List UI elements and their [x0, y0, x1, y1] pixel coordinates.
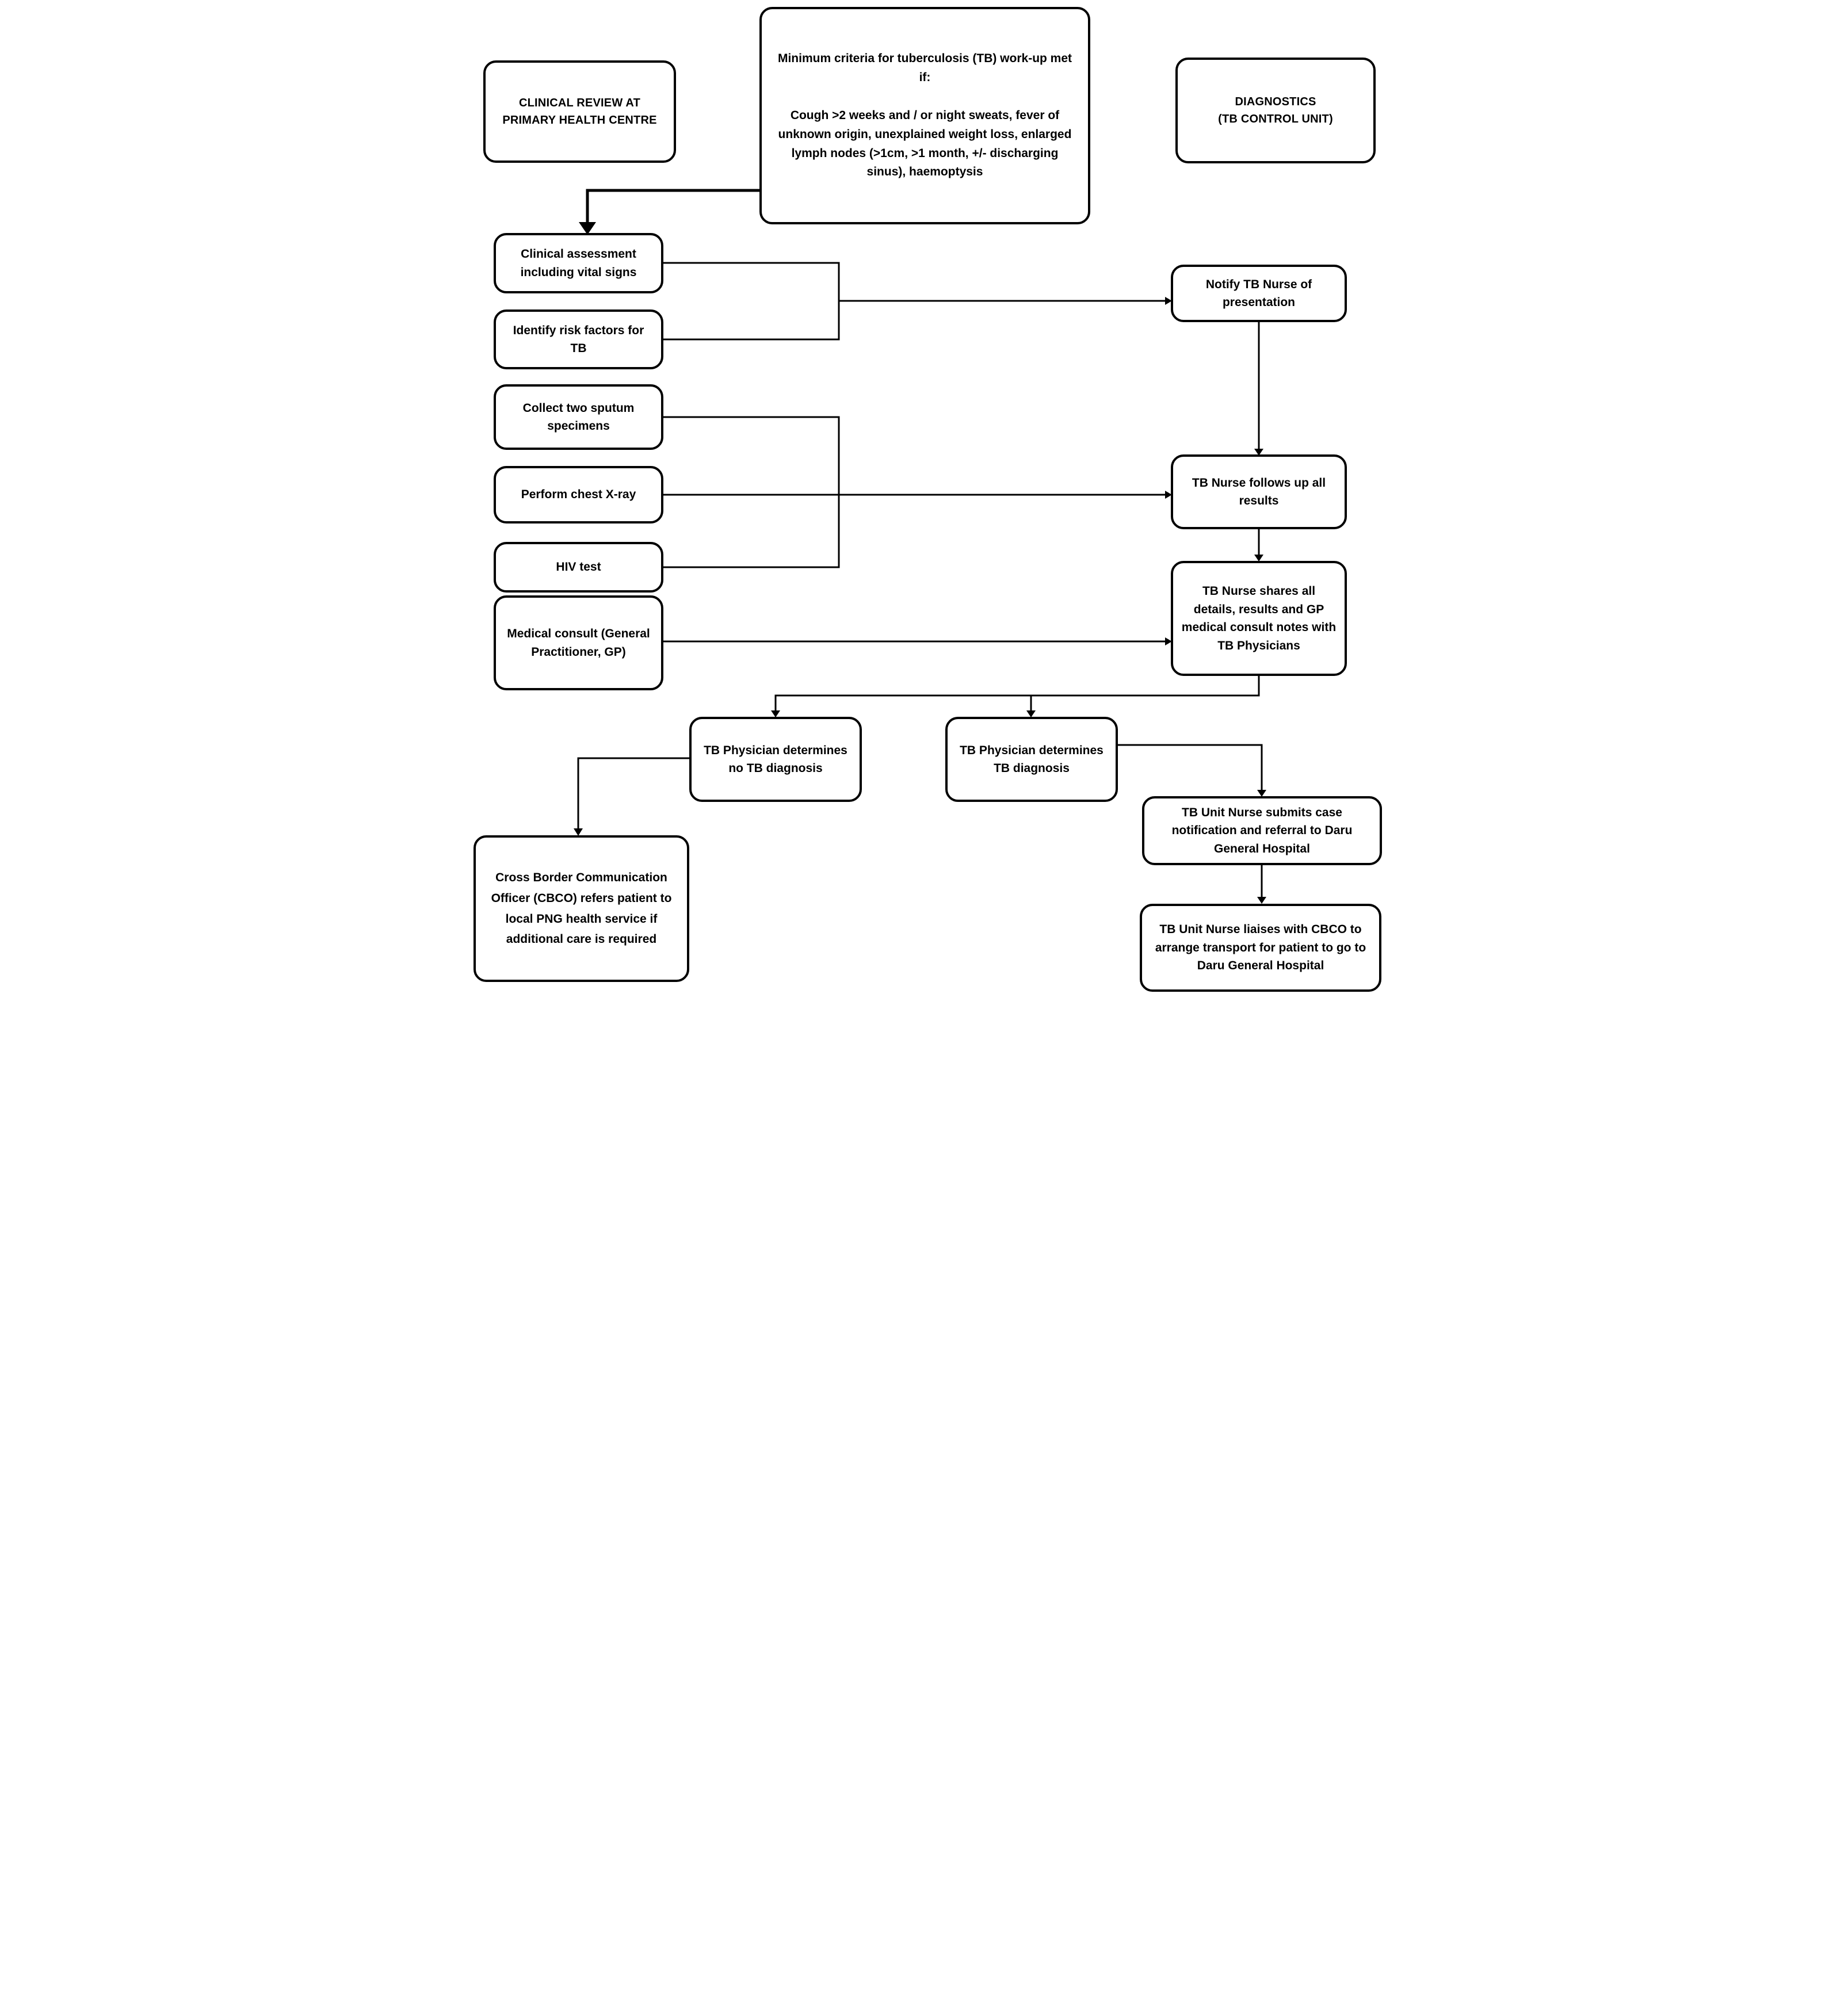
node-nurse-submits-case: TB Unit Nurse submits case notification … [1142, 796, 1382, 865]
connector-tb-to-submit [1118, 744, 1266, 797]
flowchart-connectors [574, 189, 1266, 904]
node-minimum-criteria: Minimum criteria for tuberculosis (TB) w… [759, 7, 1090, 224]
node-identify-risk-factors: Identify risk factors for TB [494, 309, 663, 369]
connector-assessment-merge [663, 262, 1172, 341]
node-diagnostics-header: DIAGNOSTICS (TB CONTROL UNIT) [1175, 58, 1376, 163]
node-chest-xray: Perform chest X-ray [494, 466, 663, 523]
node-label: Medical consult (General Practitioner, G… [507, 627, 650, 659]
node-hiv-test: HIV test [494, 542, 663, 593]
connector-consult-to-share [663, 637, 1172, 645]
node-nurse-follows-up: TB Nurse follows up all results [1171, 454, 1347, 529]
node-label: (TB CONTROL UNIT) [1218, 113, 1333, 125]
node-clinical-review-header: CLINICAL REVIEW AT PRIMARY HEALTH CENTRE [483, 60, 676, 163]
criteria-body-text: Cough >2 weeks and / or night sweats, fe… [778, 109, 1072, 179]
connector-submit-to-liaise [1257, 865, 1266, 904]
node-label: Perform chest X-ray [521, 488, 636, 502]
node-collect-sputum: Collect two sputum specimens [494, 384, 663, 450]
node-medical-consult: Medical consult (General Practitioner, G… [494, 595, 663, 690]
node-nurse-shares-results: TB Nurse shares all details, results and… [1171, 561, 1347, 676]
node-label: TB Nurse follows up all results [1192, 476, 1326, 508]
connector-criteria-to-assessment [579, 189, 759, 235]
node-physician-tb: TB Physician determines TB diagnosis [945, 717, 1118, 802]
criteria-header-text: Minimum criteria for tuberculosis (TB) w… [777, 52, 1072, 84]
node-label: Notify TB Nurse of presentation [1205, 277, 1312, 309]
node-label: TB Nurse shares all details, results and… [1181, 584, 1337, 652]
node-label: TB Physician determines no TB diagnosis [704, 743, 847, 775]
connector-tests-merge [663, 416, 1172, 568]
connector-share-split [771, 676, 1260, 717]
node-label: DIAGNOSTICS [1235, 95, 1316, 108]
node-label: Identify risk factors for TB [513, 323, 644, 356]
node-label: Clinical assessment including vital sign… [520, 247, 637, 279]
connector-notify-to-followup [1254, 322, 1263, 456]
node-label: TB Physician determines TB diagnosis [960, 743, 1104, 775]
node-label: HIV test [556, 560, 601, 574]
node-label: TB Unit Nurse liaises with CBCO to arran… [1155, 923, 1366, 973]
tb-workup-flowchart: CLINICAL REVIEW AT PRIMARY HEALTH CENTRE… [462, 0, 1386, 995]
node-label: Collect two sputum specimens [522, 401, 635, 433]
node-label: Cross Border Communication Officer (CBCO… [491, 871, 672, 946]
connector-notb-to-cbco [574, 757, 689, 836]
node-physician-no-tb: TB Physician determines no TB diagnosis [689, 717, 862, 802]
node-label: TB Unit Nurse submits case notification … [1171, 805, 1353, 855]
node-label: CLINICAL REVIEW AT PRIMARY HEALTH CENTRE [502, 97, 657, 127]
node-clinical-assessment: Clinical assessment including vital sign… [494, 233, 663, 293]
node-notify-tb-nurse: Notify TB Nurse of presentation [1171, 265, 1347, 322]
connector-followup-to-share [1254, 529, 1263, 561]
node-nurse-liaises-transport: TB Unit Nurse liaises with CBCO to arran… [1140, 904, 1381, 992]
node-cbco-refers-patient: Cross Border Communication Officer (CBCO… [474, 835, 689, 982]
